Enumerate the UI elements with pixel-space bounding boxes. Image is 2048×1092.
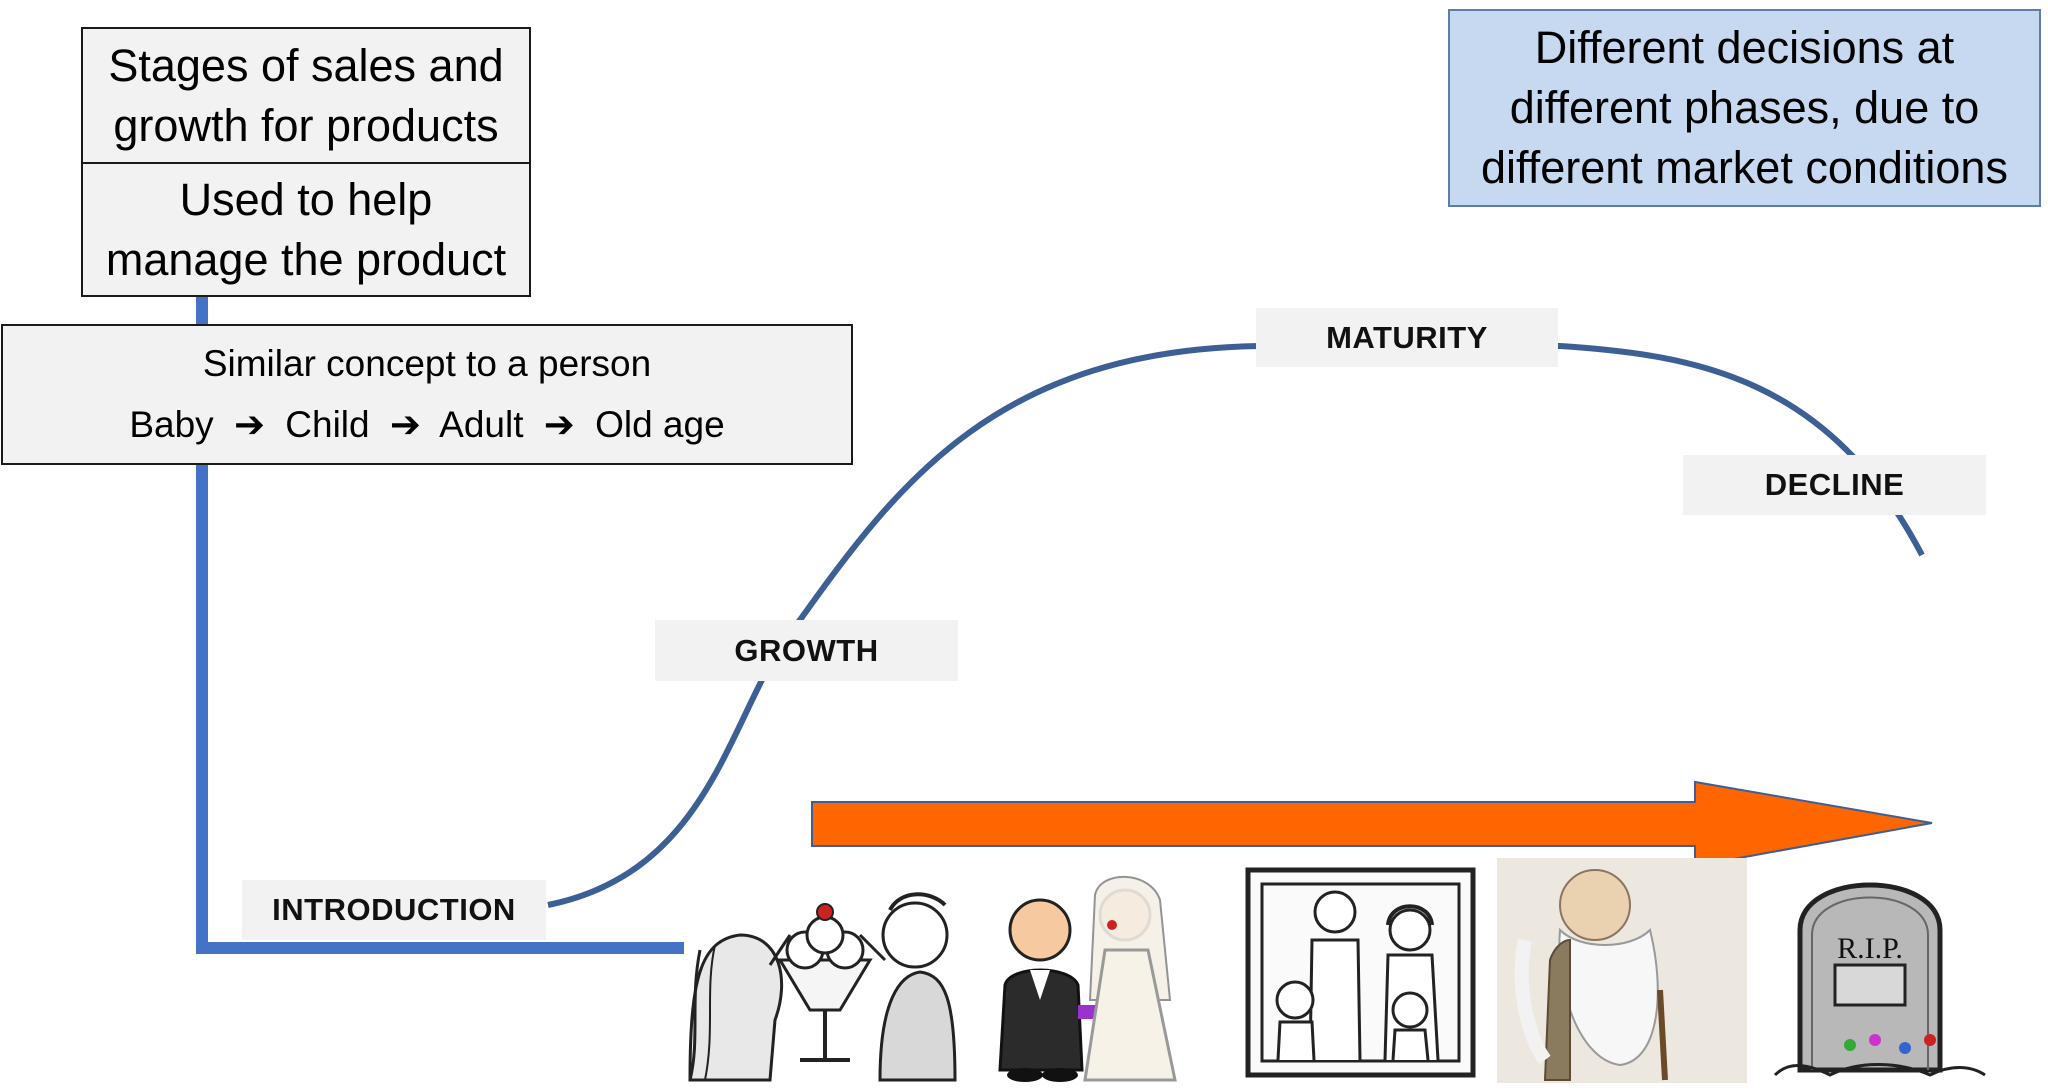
note-line-2: different phases, due to bbox=[1509, 82, 1980, 133]
gravestone-inscription: R.I.P. bbox=[1837, 932, 1903, 965]
concept-box: Similar concept to a person Baby ➔ Child… bbox=[1, 324, 853, 465]
title-box: Stages of sales and growth for products bbox=[81, 27, 531, 164]
time-arrow bbox=[811, 780, 1933, 868]
right-arrow-icon: ➔ bbox=[389, 404, 421, 445]
stage-label-decline: DECLINE bbox=[1683, 455, 1986, 515]
note-line-1: Different decisions at bbox=[1534, 22, 1955, 73]
wedding-couple-illustration bbox=[960, 858, 1228, 1083]
title-line-2: growth for products bbox=[113, 99, 499, 151]
right-arrow-icon: ➔ bbox=[233, 404, 265, 445]
stage-child: Child bbox=[285, 404, 370, 445]
couple-sharing-milkshake-illustration bbox=[684, 858, 960, 1083]
old-man-with-beard-illustration bbox=[1497, 858, 1747, 1083]
family-portrait-illustration bbox=[1230, 858, 1485, 1083]
note-box: Different decisions at different phases,… bbox=[1448, 9, 2041, 207]
stage-label-introduction: INTRODUCTION bbox=[242, 880, 546, 940]
note-line-3: different market conditions bbox=[1481, 142, 2008, 193]
lifecycle-curve bbox=[547, 343, 1925, 908]
purpose-box: Used to help manage the product bbox=[81, 162, 531, 297]
right-arrow-icon: ➔ bbox=[543, 404, 575, 445]
stage-label-maturity: MATURITY bbox=[1256, 308, 1558, 367]
stage-baby: Baby bbox=[129, 404, 214, 445]
stage-adult: Adult bbox=[439, 404, 524, 445]
title-line-1: Stages of sales and bbox=[108, 39, 504, 91]
person-stages-row: Baby ➔ Child ➔ Adult ➔ Old age bbox=[129, 403, 724, 446]
gravestone-illustration: R.I.P. bbox=[1757, 858, 1997, 1083]
purpose-line-2: manage the product bbox=[105, 233, 507, 285]
stage-label-growth: GROWTH bbox=[655, 620, 958, 681]
stage-old-age: Old age bbox=[595, 404, 725, 445]
purpose-line-1: Used to help bbox=[179, 173, 433, 225]
concept-heading: Similar concept to a person bbox=[202, 343, 652, 384]
